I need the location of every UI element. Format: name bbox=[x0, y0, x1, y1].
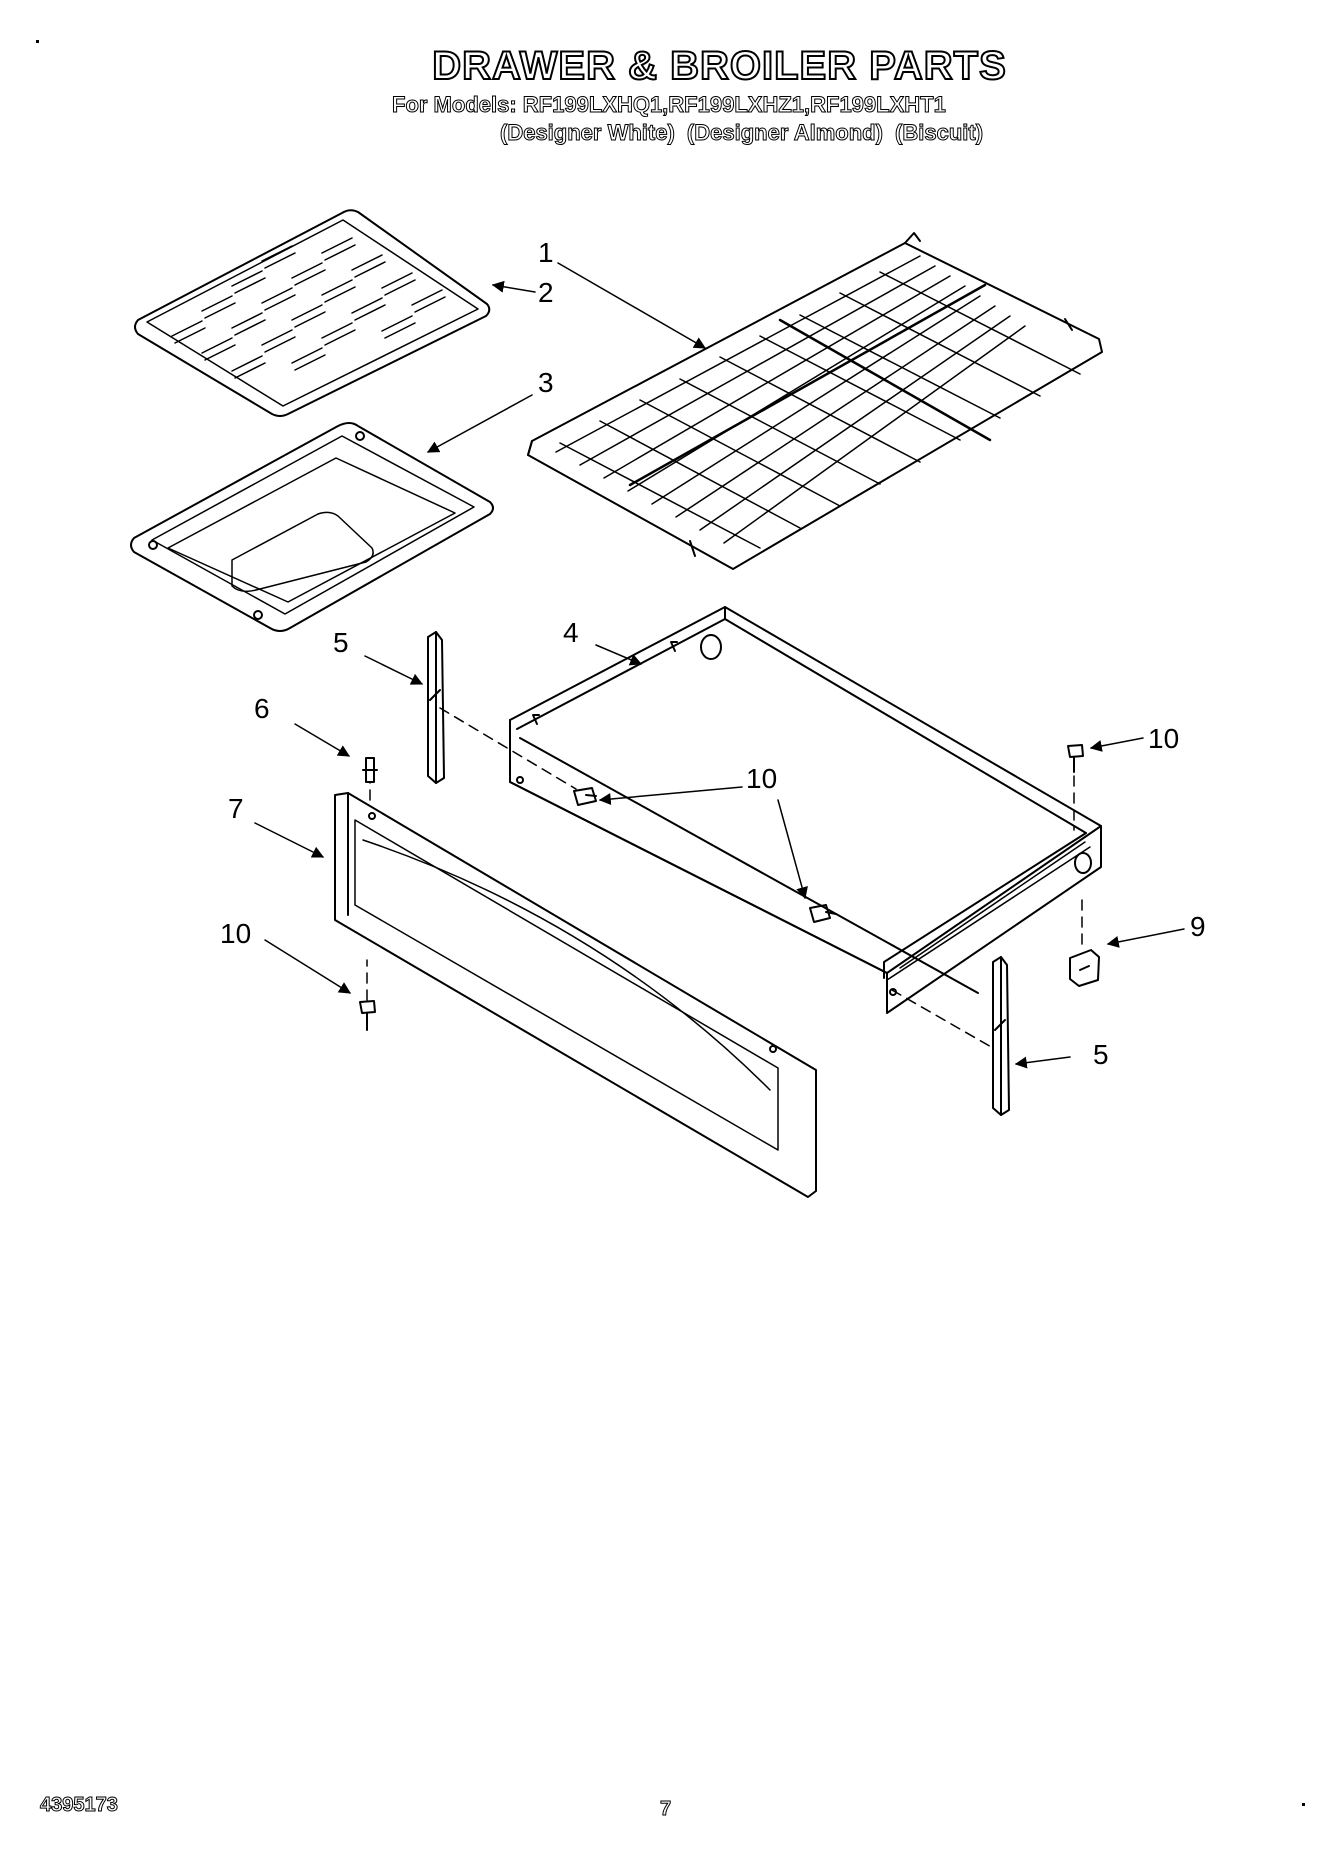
color-variant: (Biscuit) bbox=[895, 120, 984, 146]
models-prefix: For Models: bbox=[392, 92, 518, 118]
screw-part bbox=[359, 1000, 376, 1031]
stud-part bbox=[362, 757, 378, 783]
broiler-grid-part bbox=[134, 209, 491, 417]
scan-speck bbox=[1302, 1803, 1305, 1806]
screw-part bbox=[573, 787, 597, 806]
callout-10-right: 10 bbox=[1148, 723, 1179, 754]
callout-1: 1 bbox=[538, 237, 554, 268]
drawer-front-panel-part bbox=[334, 792, 817, 1198]
callout-10-left: 10 bbox=[220, 918, 251, 949]
callout-2: 2 bbox=[538, 277, 554, 308]
drawer-slide-left-part bbox=[427, 631, 445, 784]
callout-10-center: 10 bbox=[746, 763, 777, 794]
callout-6: 6 bbox=[254, 693, 270, 724]
rack-wires bbox=[555, 255, 1081, 549]
clip-part bbox=[1069, 949, 1100, 987]
grid-slots bbox=[171, 237, 446, 379]
model-number: RF199LXHQ1, bbox=[522, 92, 669, 118]
broiler-pan-part bbox=[130, 422, 494, 632]
models-line: For Models: RF199LXHQ1,RF199LXHZ1,RF199L… bbox=[392, 92, 947, 118]
drawer-rack-part bbox=[527, 232, 1103, 570]
color-variant: (Designer Almond) bbox=[686, 120, 883, 146]
document-number: 4395173 bbox=[40, 1794, 119, 1817]
callout-4: 4 bbox=[563, 617, 579, 648]
drawer-body-part bbox=[509, 606, 1102, 1014]
screw-part bbox=[1067, 744, 1084, 773]
model-number: RF199LXHT1 bbox=[810, 92, 947, 118]
callout-7: 7 bbox=[228, 793, 244, 824]
callout-5-left: 5 bbox=[333, 627, 349, 658]
page-title: DRAWER & BROILER PARTS bbox=[431, 43, 1007, 89]
callout-leaders bbox=[254, 262, 1185, 1069]
callout-5-right: 5 bbox=[1093, 1039, 1109, 1070]
callout-9: 9 bbox=[1190, 911, 1206, 942]
drawer-slide-right-part bbox=[992, 956, 1010, 1116]
callout-3: 3 bbox=[538, 367, 554, 398]
color-variant: (Designer White) bbox=[500, 120, 676, 146]
screw-part bbox=[809, 904, 837, 923]
assembly-lines bbox=[366, 707, 1083, 1049]
variants-line: (Designer White) (Designer Almond) (Bisc… bbox=[500, 120, 989, 146]
scan-speck bbox=[36, 40, 39, 43]
page-number: 7 bbox=[659, 1798, 672, 1821]
model-number: RF199LXHZ1, bbox=[668, 92, 811, 118]
